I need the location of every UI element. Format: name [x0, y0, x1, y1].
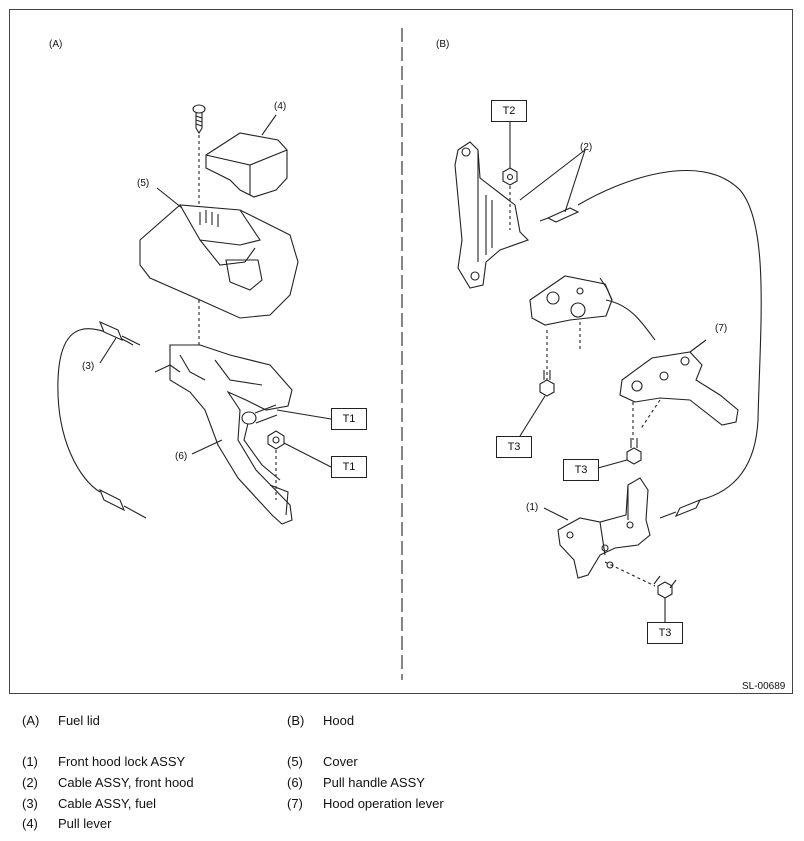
callout-3: (3) [82, 361, 95, 372]
bolt-t3-left [539, 370, 555, 397]
legend-entry-1: (1)Front hood lock ASSY [22, 754, 186, 769]
legend-entry-7: (7)Hood operation lever [287, 796, 444, 811]
pull-lever [205, 132, 288, 198]
torque-box-t2: T2 [491, 100, 527, 122]
cover [139, 204, 299, 319]
section-a-label: (A) [49, 39, 63, 50]
hood-operation-lever [619, 351, 739, 426]
section-b-label: (B) [436, 39, 450, 50]
front-hood-cable [577, 169, 762, 501]
legend-entry-b: (B)Hood [287, 713, 355, 728]
hood-latch-plate [529, 275, 613, 326]
legend-entry-3: (3)Cable ASSY, fuel [22, 796, 157, 811]
torque-box-t1-lower: T1 [331, 456, 367, 478]
callout-7: (7) [715, 323, 728, 334]
front-hood-lock-assy [557, 477, 651, 579]
nut-t1-lower [267, 430, 285, 450]
torque-box-t3-bottom: T3 [647, 622, 683, 644]
legend-entry-a: (A)Fuel lid [22, 713, 100, 728]
callout-6: (6) [175, 451, 188, 462]
legend-entry-5: (5)Cover [287, 754, 358, 769]
bolt-t3-middle [626, 438, 642, 465]
nut-t2 [502, 167, 518, 186]
legend-entry-4: (4)Pull lever [22, 816, 112, 831]
fuel-cable [57, 328, 134, 493]
torque-box-t1-upper: T1 [331, 408, 367, 430]
callout-2: (2) [580, 142, 593, 153]
torque-box-t3-middle: T3 [563, 459, 599, 481]
legend-entry-6: (6)Pull handle ASSY [287, 775, 425, 790]
pull-handle-assy [154, 344, 293, 525]
exploded-view-illustration [57, 28, 762, 680]
hood-hinge-bracket [454, 141, 530, 289]
callout-4: (4) [274, 101, 287, 112]
callout-1: (1) [526, 502, 539, 513]
callout-5: (5) [137, 178, 150, 189]
figure-id: SL-00689 [742, 681, 786, 692]
bolt-t3-bottom [653, 575, 677, 599]
legend-entry-2: (2)Cable ASSY, front hood [22, 775, 194, 790]
screw-a [192, 104, 206, 135]
bolt-t1-upper [241, 404, 278, 425]
torque-box-t3-left: T3 [496, 436, 532, 458]
diagram-frame [9, 9, 793, 694]
